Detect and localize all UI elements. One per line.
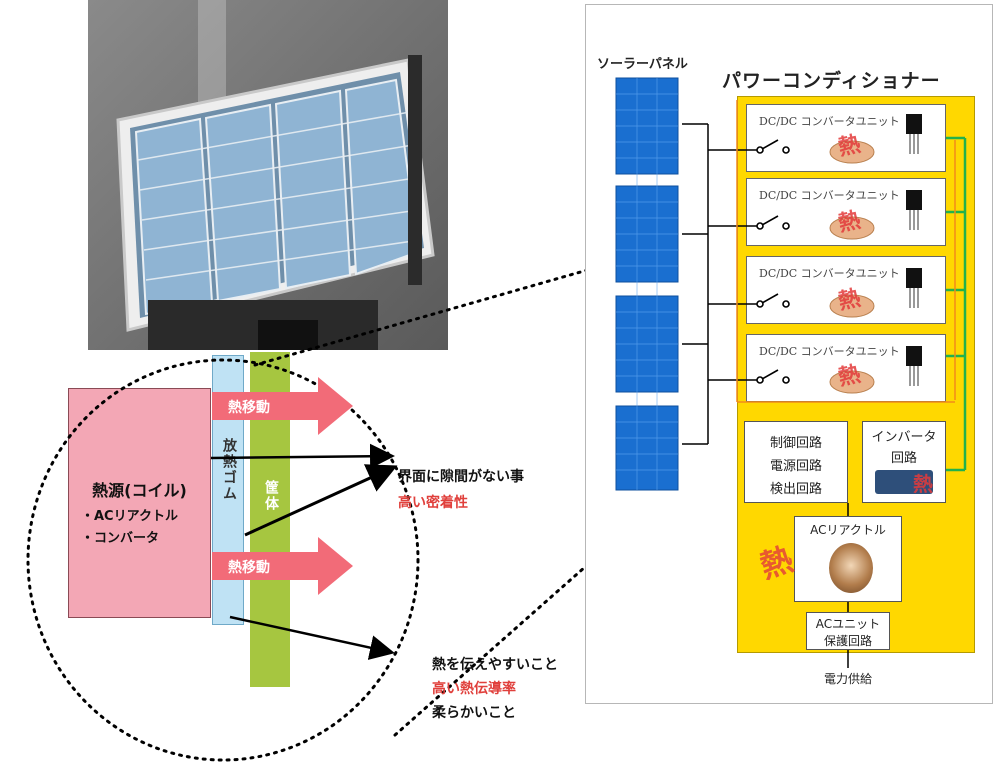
ac-unit-line-2: 保護回路 — [823, 634, 872, 648]
note-soft: 柔らかいこと — [432, 705, 516, 721]
pointer-arrow-1 — [210, 443, 395, 469]
ac-unit-line-1: ACユニット — [815, 617, 881, 631]
dcdc-unit-label: DC/DC コンバータユニット — [759, 115, 900, 128]
case-label: 筐体 — [263, 480, 279, 512]
zoom-circle-large — [26, 358, 420, 762]
heat-source-title: 熱源(コイル) — [92, 481, 187, 500]
note-high-adhesion: 高い密着性 — [398, 495, 468, 511]
power-supply-label: 電力供給 — [824, 672, 873, 686]
rubber-label: 放熱ゴム — [221, 438, 237, 502]
note-conduct-heat: 熱を伝えやすいこと — [432, 657, 558, 673]
heat-source-item-2: ・コンバータ — [81, 531, 160, 546]
control-circuit-line-1: 制御回路 — [769, 436, 822, 451]
heat-source-item-1: ・ACリアクトル — [81, 509, 178, 524]
inverter-board-icon — [875, 470, 933, 494]
control-circuit-line-2: 電源回路 — [769, 459, 822, 474]
dcdc-unit-label: DC/DC コンバータユニット — [759, 267, 900, 280]
heat-arrow-1 — [212, 377, 353, 435]
dcdc-unit-3: DC/DC コンバータユニット — [746, 256, 946, 324]
solar-panel-label: ソーラーパネル — [597, 57, 688, 72]
dcdc-unit-label: DC/DC コンバータユニット — [759, 345, 900, 358]
ac-unit-protection-box: ACユニット 保護回路 — [806, 612, 890, 650]
reactor-coil-icon — [829, 543, 873, 593]
pcs-title: パワーコンディショナー — [722, 70, 941, 92]
control-circuit-box: 制御回路 電源回路 検出回路 — [744, 421, 848, 503]
control-circuit-line-3: 検出回路 — [769, 482, 822, 497]
pointer-arrow-3 — [229, 615, 395, 660]
inverter-circuit-box: インバータ 回路 熱 — [862, 421, 946, 503]
heat-mark-inverter: 熱 — [913, 472, 933, 496]
heat-arrow-label-1: 熱移動 — [228, 400, 270, 416]
ac-reactor-box: ACリアクトル — [794, 516, 902, 602]
note-high-conductivity: 高い熱伝導率 — [432, 681, 516, 697]
inverter-line-1: インバータ — [871, 430, 937, 445]
heat-source-box: 熱源(コイル) ・ACリアクトル ・コンバータ — [68, 388, 211, 618]
solar-panel-stack — [615, 77, 679, 491]
inverter-line-2: 回路 — [890, 451, 917, 466]
ac-reactor-label: ACリアクトル — [810, 523, 886, 537]
solar-panel-photo — [88, 0, 448, 350]
heat-arrow-2 — [212, 537, 353, 595]
heat-arrow-label-2: 熱移動 — [228, 560, 270, 576]
dcdc-unit-label: DC/DC コンバータユニット — [759, 189, 900, 202]
pointer-arrow-2 — [244, 464, 398, 537]
note-no-gap: 界面に隙間がない事 — [398, 469, 524, 485]
